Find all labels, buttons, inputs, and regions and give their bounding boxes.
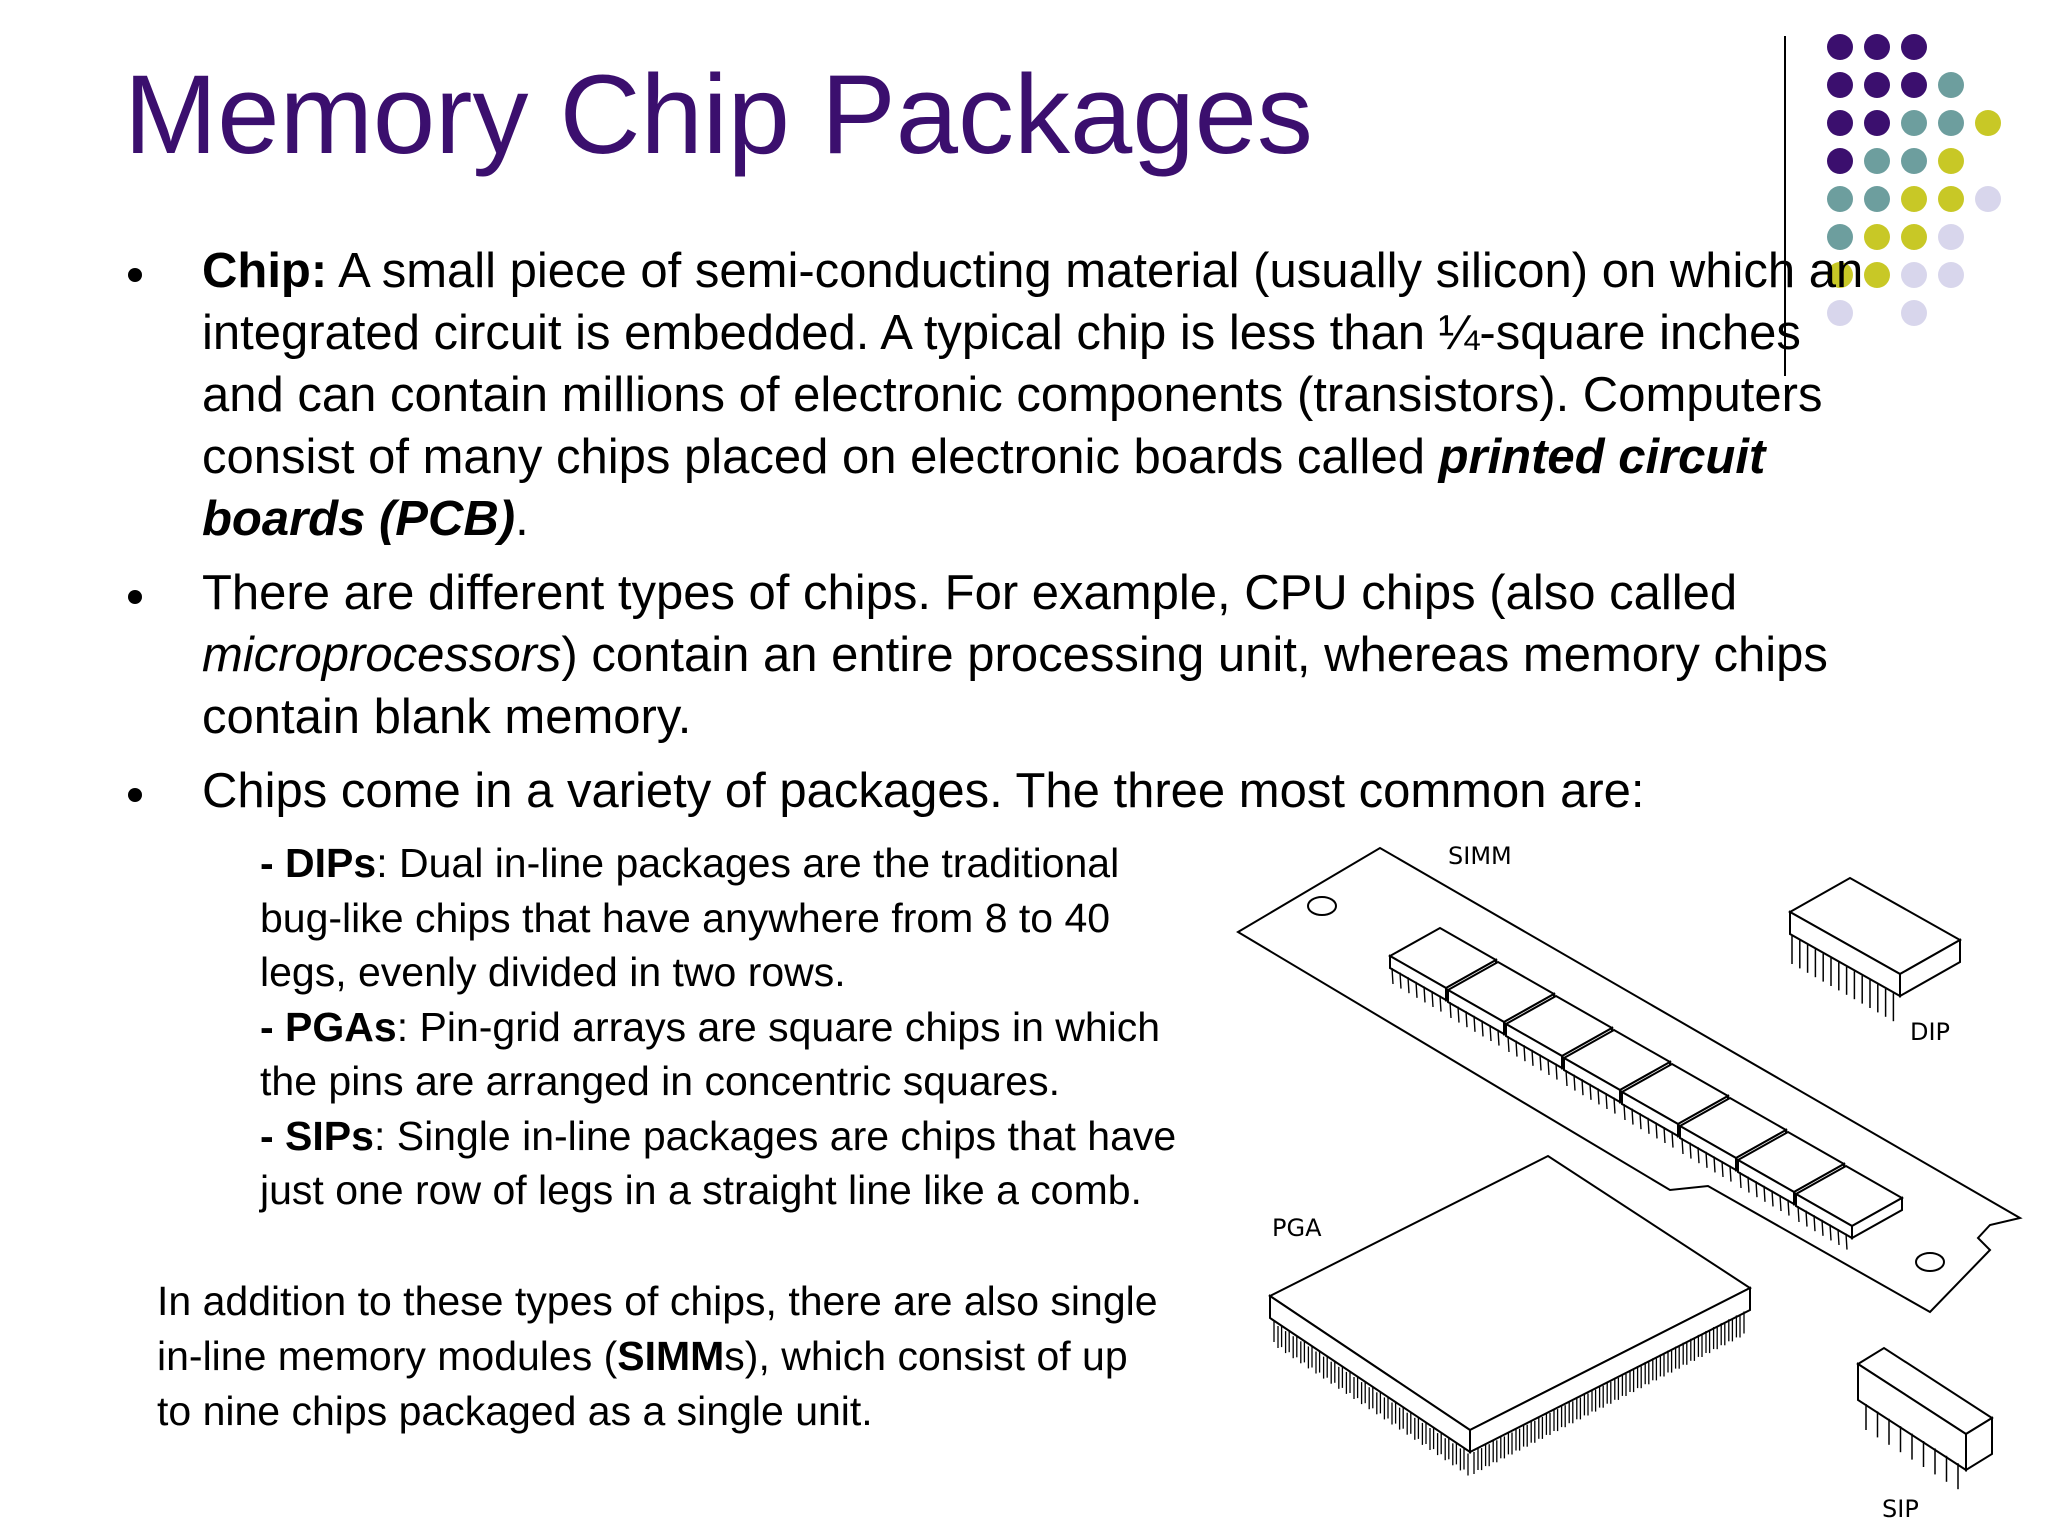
packages-line: Chips come in a variety of packages. The… (202, 764, 1645, 818)
addition-line-2-after: s), which consist of up (724, 1333, 1128, 1379)
addition-line-2-before: in-line memory modules ( (157, 1333, 618, 1379)
sip-chip (1856, 1346, 1994, 1490)
decorative-dot (1864, 148, 1890, 174)
chip-text-line-3: and can contain millions of electronic c… (202, 368, 1823, 422)
simm-hole-left (1307, 896, 1337, 916)
chip-text-line-4: consist of many chips placed on electron… (202, 430, 1439, 484)
decorative-dot (1938, 148, 1964, 174)
bullet-packages: Chips come in a variety of packages. The… (124, 760, 1924, 822)
sip-label: SIP (1882, 1495, 1919, 1523)
types-line-3: contain blank memory. (202, 690, 692, 744)
dip-line-3: legs, evenly divided in two rows. (260, 949, 846, 995)
simm-hole-right (1915, 1252, 1945, 1272)
bullet-chip-types: There are different types of chips. For … (124, 562, 1924, 748)
bullet-dot (128, 590, 142, 604)
decorative-dot (1938, 262, 1964, 288)
chip-text-line-1: A small piece of semi-conducting materia… (327, 244, 1864, 298)
decorative-dot (1864, 110, 1890, 136)
decorative-dot (1864, 72, 1890, 98)
decorative-dot (1864, 34, 1890, 60)
pga-label: PGA (1272, 1214, 1322, 1242)
chip-packages-illustration: SIMM DIP PGA SIP (1236, 842, 2023, 1523)
sip-prefix: - (260, 1112, 286, 1159)
dip-label: DIP (1910, 1018, 1950, 1046)
microprocessors-italic: microprocessors (202, 628, 562, 682)
addition-line-1: In addition to these types of chips, the… (157, 1278, 1158, 1324)
decorative-dot (1827, 148, 1853, 174)
package-descriptions: - DIPs: Dual in-line packages are the tr… (260, 836, 1300, 1218)
pga-prefix: - (260, 1003, 286, 1050)
decorative-dot (1938, 72, 1964, 98)
simm-memory-chip (1735, 1130, 1847, 1216)
pga-chip (1268, 1154, 1752, 1476)
chip-term: Chip: (202, 244, 328, 298)
simm-bold: SIMM (617, 1333, 725, 1379)
sip-line-2: just one row of legs in a straight line … (260, 1167, 1142, 1213)
sip-term: SIPs (285, 1112, 374, 1159)
bullet-dot (128, 788, 142, 802)
decorative-dot (1975, 186, 2001, 212)
decorative-dot (1901, 148, 1927, 174)
chip-text-end: . (515, 492, 529, 546)
title-divider-line (1784, 36, 1786, 376)
decorative-dot (1975, 110, 2001, 136)
decorative-dot (1827, 110, 1853, 136)
addition-line-3: to nine chips packaged as a single unit. (157, 1388, 873, 1434)
simm-paragraph: In addition to these types of chips, the… (157, 1274, 1257, 1439)
bullet-chip: Chip: A small piece of semi-conducting m… (124, 240, 1924, 550)
dip-chip (1787, 876, 1963, 1022)
decorative-dot (1938, 224, 1964, 250)
decorative-dot (1938, 186, 1964, 212)
simm-label: SIMM (1448, 842, 1512, 870)
decorative-dot (1864, 186, 1890, 212)
decorative-dot (1901, 186, 1927, 212)
decorative-dot (1901, 110, 1927, 136)
dip-prefix: - (260, 840, 286, 886)
dip-line-2: bug-like chips that have anywhere from 8… (260, 894, 1111, 941)
decorative-dot (1827, 186, 1853, 212)
sip-line-1: : Single in-line packages are chips that… (373, 1112, 1177, 1159)
slide-title: Memory Chip Packages (124, 52, 1313, 177)
decorative-dot (1827, 72, 1853, 98)
decorative-dot (1827, 34, 1853, 60)
bullet-dot (128, 268, 142, 282)
simm-memory-chip (1793, 1164, 1905, 1250)
decorative-dot (1901, 72, 1927, 98)
pga-term: PGAs (285, 1003, 397, 1050)
decorative-dot (1938, 110, 1964, 136)
pcb-emphasis-1: printed circuit (1438, 430, 1766, 484)
decorative-dot (1901, 34, 1927, 60)
pcb-emphasis-2: boards (PCB) (202, 492, 516, 546)
chip-text-line-2: integrated circuit is embedded. A typica… (202, 306, 1801, 360)
types-line-1: There are different types of chips. For … (202, 566, 1738, 620)
dip-term: DIPs (285, 840, 377, 886)
types-line-2: ) contain an entire processing unit, whe… (561, 628, 1828, 682)
pga-line-2: the pins are arranged in concentric squa… (260, 1058, 1060, 1104)
pga-line-1: : Pin-grid arrays are square chips in wh… (396, 1003, 1161, 1050)
bullet-list: Chip: A small piece of semi-conducting m… (124, 240, 1924, 834)
dip-line-1: : Dual in-line packages are the traditio… (376, 840, 1120, 886)
